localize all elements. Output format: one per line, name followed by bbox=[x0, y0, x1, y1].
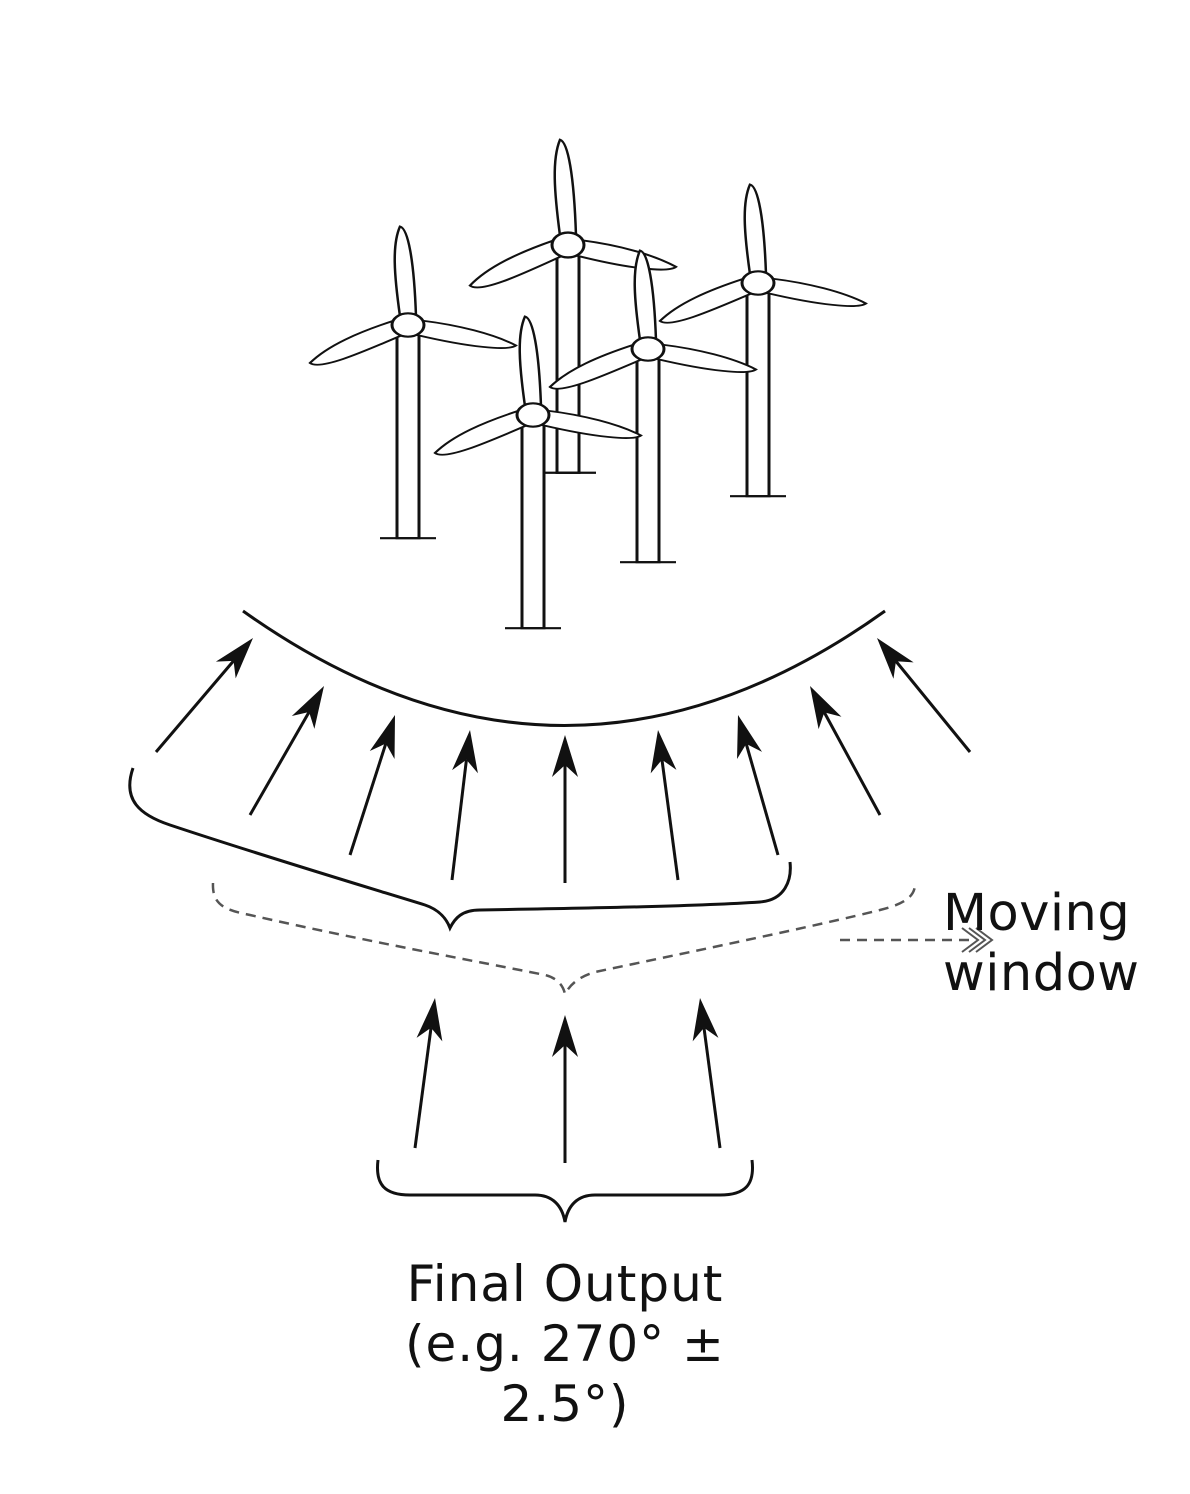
moving-window-label: Moving window bbox=[943, 884, 1140, 1004]
arrow-head bbox=[552, 1015, 578, 1057]
arrow-head bbox=[877, 638, 914, 679]
up-arrow-icon bbox=[348, 715, 395, 856]
moving-window-label-line1: Moving bbox=[943, 884, 1131, 943]
solid-brace bbox=[128, 767, 792, 932]
up-arrow-icon bbox=[692, 998, 722, 1149]
arrow-shaft bbox=[660, 759, 680, 881]
arrow-shaft bbox=[894, 660, 972, 753]
up-arrow-icon bbox=[552, 735, 578, 883]
final-stage-arrows bbox=[413, 998, 722, 1163]
arrow-shaft bbox=[744, 743, 780, 856]
wind-front-arc bbox=[242, 609, 886, 727]
arrow-shaft bbox=[348, 743, 388, 856]
arrow-head bbox=[552, 735, 578, 777]
up-arrow-icon bbox=[450, 730, 478, 881]
dashed-brace bbox=[211, 882, 917, 998]
arrow-shaft bbox=[413, 1027, 433, 1149]
arrow-shaft bbox=[822, 711, 882, 816]
final-output-label-line2: (e.g. 270° ± bbox=[405, 1315, 725, 1373]
up-arrow-icon bbox=[650, 730, 680, 881]
final-output-brace bbox=[375, 1159, 755, 1223]
arrow-head bbox=[452, 730, 478, 774]
double-chevron-icon bbox=[961, 927, 994, 953]
arrow-head bbox=[810, 686, 842, 730]
arrow-head bbox=[291, 686, 324, 729]
arrow-head bbox=[692, 998, 719, 1042]
wind-turbine-icon bbox=[658, 182, 868, 498]
up-arrow-icon bbox=[877, 638, 972, 753]
moving-window-label-line2: window bbox=[943, 944, 1140, 1003]
up-arrow-icon bbox=[248, 686, 324, 816]
arrow-shaft bbox=[450, 759, 468, 881]
final-output-label-line3: 2.5°) bbox=[500, 1375, 630, 1433]
up-arrow-icon bbox=[810, 686, 882, 816]
up-arrow-icon bbox=[413, 998, 443, 1149]
arrow-head bbox=[416, 998, 443, 1042]
final-output-label: Final Output (e.g. 270° ± 2.5°) bbox=[360, 1254, 770, 1434]
arrow-head bbox=[650, 730, 677, 774]
final-output-label-line1: Final Output bbox=[406, 1255, 724, 1313]
turbine-group bbox=[308, 138, 868, 630]
up-arrow-icon bbox=[737, 715, 780, 856]
up-arrow-icon bbox=[154, 638, 253, 753]
arrow-head bbox=[369, 715, 395, 759]
arrow-head bbox=[737, 715, 763, 759]
arrow-shaft bbox=[248, 711, 311, 816]
up-arrow-icon bbox=[552, 1015, 578, 1163]
arrow-head bbox=[215, 638, 253, 679]
arrow-shaft bbox=[702, 1027, 722, 1149]
arrow-shaft bbox=[154, 659, 235, 753]
first-stage-arrows bbox=[154, 638, 972, 883]
